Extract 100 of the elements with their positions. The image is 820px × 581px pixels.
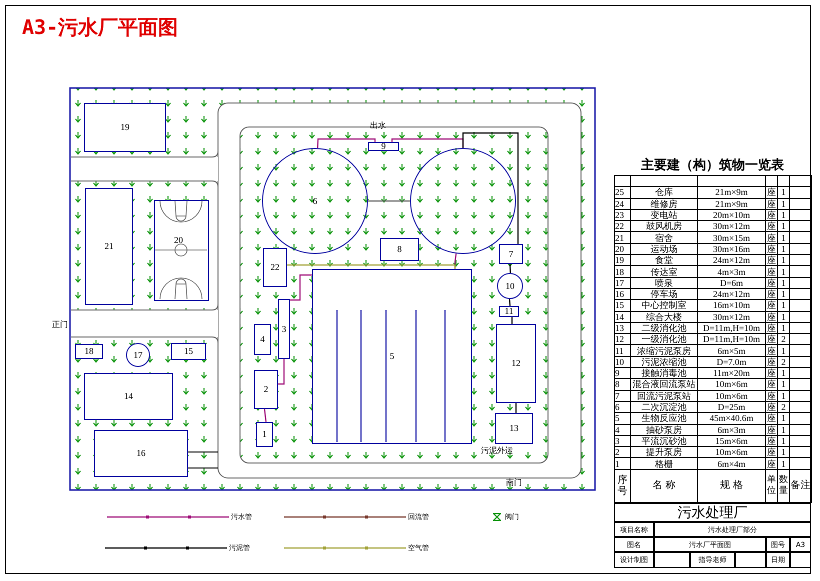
item-name: 格栅 xyxy=(655,458,673,469)
item-number: 6 xyxy=(615,402,620,412)
building-plot: 12 xyxy=(496,324,536,403)
building-plot: 5 xyxy=(312,269,472,444)
item-name: 维修房 xyxy=(650,198,678,209)
column-header: 单位 xyxy=(767,474,776,496)
item-name: 浓缩污泥泵房 xyxy=(637,346,691,356)
item-name: 污泥浓缩池 xyxy=(642,356,686,367)
building-plot: 21 xyxy=(85,188,133,305)
item-number: 8 xyxy=(615,379,620,390)
building-plot: 22 xyxy=(263,248,287,287)
item-quantity: 2 xyxy=(781,356,786,367)
building-plot: 1 xyxy=(256,422,273,447)
item-name: 宿舍 xyxy=(655,232,673,243)
item-spec: 6m×5m xyxy=(717,346,746,356)
item-number: 5 xyxy=(615,413,620,424)
item-quantity: 1 xyxy=(781,368,786,378)
item-quantity: 1 xyxy=(781,289,786,300)
building-plot: 16 xyxy=(94,430,188,477)
item-number: 19 xyxy=(615,255,624,266)
item-number: 22 xyxy=(615,221,624,232)
item-name: 鼓风机房 xyxy=(646,221,682,232)
item-unit: 座 xyxy=(767,379,776,390)
item-unit: 座 xyxy=(767,266,776,277)
item-spec: 30m×12m xyxy=(712,312,750,322)
item-spec: 16m×10m xyxy=(712,300,750,310)
item-number: 7 xyxy=(615,390,620,401)
column-header: 规 格 xyxy=(720,480,744,492)
item-name: 混合液回流泵站 xyxy=(632,379,696,390)
item-quantity: 1 xyxy=(781,323,786,333)
item-spec: 6m×3m xyxy=(717,424,746,435)
sludge-outlet-label: 污泥外运 xyxy=(481,446,513,456)
item-number: 2 xyxy=(615,447,620,458)
item-number: 18 xyxy=(615,266,624,277)
item-number: 3 xyxy=(615,436,620,446)
item-name: 回流污泥泵站 xyxy=(637,390,691,401)
item-name: 生物反应池 xyxy=(642,413,686,424)
item-quantity: 2 xyxy=(781,334,786,344)
item-unit: 座 xyxy=(767,356,776,367)
item-spec: 24m×12m xyxy=(712,289,750,300)
item-spec: D=7.0m xyxy=(716,356,746,367)
item-spec: 30m×16m xyxy=(712,244,750,254)
item-unit: 座 xyxy=(767,346,776,356)
item-unit: 座 xyxy=(767,368,776,378)
item-name: 二次沉淀池 xyxy=(642,402,686,412)
item-name: 提升泵房 xyxy=(646,447,682,458)
item-unit: 座 xyxy=(767,221,776,232)
item-quantity: 1 xyxy=(781,390,786,401)
item-name: 综合大楼 xyxy=(646,312,682,322)
item-quantity: 1 xyxy=(781,379,786,390)
item-unit: 座 xyxy=(767,198,776,209)
pipe-line xyxy=(508,298,511,306)
item-unit: 座 xyxy=(767,300,776,310)
item-name: 抽砂泵房 xyxy=(646,424,682,435)
item-spec: 21m×9m xyxy=(715,187,748,198)
item-number: 10 xyxy=(615,356,624,367)
gate-label: 南门 xyxy=(506,478,522,488)
item-quantity: 1 xyxy=(781,447,786,458)
item-spec: 15m×6m xyxy=(715,436,748,446)
item-unit: 座 xyxy=(767,255,776,266)
building-plot: 19 xyxy=(84,103,166,152)
item-unit: 座 xyxy=(767,312,776,322)
item-quantity: 1 xyxy=(781,244,786,254)
building-plot: 20 xyxy=(154,200,209,301)
building-plot: 13 xyxy=(495,413,533,444)
column-header: 名 称 xyxy=(652,480,676,492)
building-plot: 11 xyxy=(499,306,519,317)
item-number: 16 xyxy=(615,289,624,300)
item-quantity: 1 xyxy=(781,278,786,288)
building-plot: 9 xyxy=(368,142,399,151)
item-quantity: 1 xyxy=(781,198,786,209)
item-quantity: 1 xyxy=(781,312,786,322)
item-quantity: 1 xyxy=(781,221,786,232)
drawing-title: A3-污水厂平面图 xyxy=(22,14,178,41)
item-number: 23 xyxy=(615,210,624,220)
item-spec: D=11m,H=10m xyxy=(702,334,760,344)
item-spec: 10m×6m xyxy=(715,390,748,401)
pipe-line xyxy=(317,138,376,148)
item-unit: 座 xyxy=(767,289,776,300)
item-name: 平流沉砂池 xyxy=(642,436,686,446)
building-plot: 7 xyxy=(499,244,523,264)
item-unit: 座 xyxy=(767,278,776,288)
pipe-line xyxy=(515,403,517,413)
item-name: 食堂 xyxy=(655,255,673,266)
item-quantity: 1 xyxy=(781,458,786,469)
table-title: 主要建（构）筑物一览表 xyxy=(640,156,785,174)
item-quantity: 2 xyxy=(781,402,786,412)
item-spec: 4m×3m xyxy=(717,266,746,277)
item-number: 15 xyxy=(615,300,624,310)
item-unit: 座 xyxy=(767,210,776,220)
item-name: 中心控制室 xyxy=(642,300,686,310)
pipe-line xyxy=(368,200,410,202)
building-plot: 14 xyxy=(84,373,173,420)
item-quantity: 1 xyxy=(781,255,786,266)
item-spec: 30m×15m xyxy=(712,232,750,243)
item-name: 一级消化池 xyxy=(642,334,686,344)
item-spec: 10m×6m xyxy=(715,447,748,458)
item-quantity: 1 xyxy=(781,266,786,277)
item-unit: 座 xyxy=(767,458,776,469)
item-unit: 座 xyxy=(767,436,776,446)
